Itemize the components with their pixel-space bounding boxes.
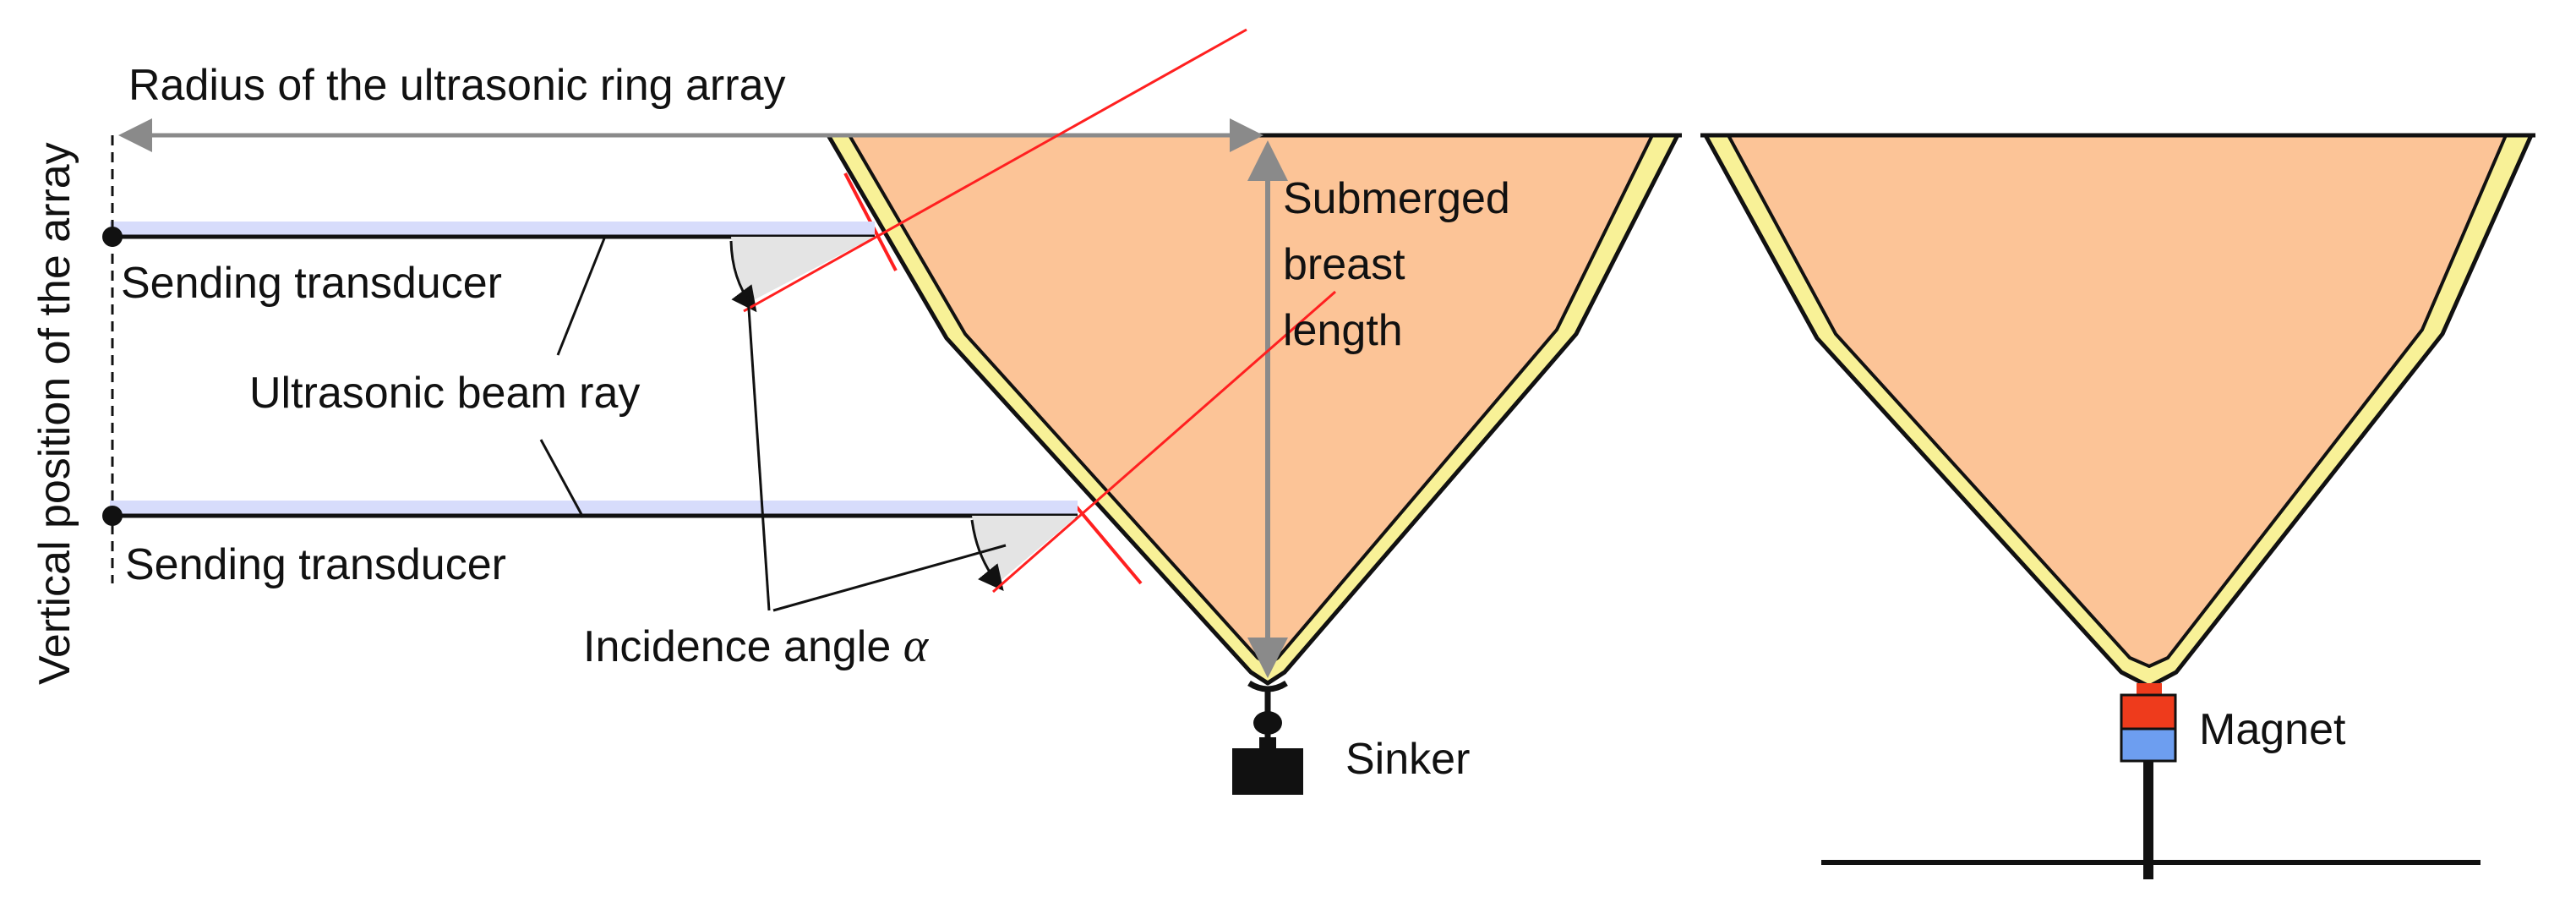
- beam-ray-leader-bottom: [539, 439, 585, 518]
- breast-left-tissue: [848, 134, 1654, 666]
- submerged-label-line1: Submerged: [1283, 174, 1510, 223]
- incidence-angle-text: Incidence angle: [583, 622, 903, 671]
- beam-bottom: [102, 501, 1078, 526]
- magnet-south: [2120, 727, 2177, 763]
- submerged-label-line3: length: [1283, 306, 1403, 355]
- radius-label: Radius of the ultrasonic ring array: [128, 61, 786, 110]
- incidence-angle-label: Incidence angle α: [583, 620, 930, 672]
- tangent-line-top: [743, 28, 1247, 313]
- submerged-label-line2: breast: [1283, 240, 1405, 289]
- vertical-axis-label: Vertical position of the array: [30, 142, 79, 685]
- angle-arc-bottom: [970, 519, 1004, 591]
- beam-ray-leader-top: [556, 238, 606, 356]
- sending-transducer-bottom-label: Sending transducer: [125, 540, 506, 589]
- tangent-line-bottom: [992, 290, 1336, 594]
- angle-wedge-top: [731, 237, 875, 303]
- magnet-north: [2120, 693, 2177, 731]
- beam-ray-label: Ultrasonic beam ray: [249, 369, 640, 418]
- sending-transducer-top-label: Sending transducer: [121, 259, 502, 308]
- incidence-leader-top: [746, 295, 771, 611]
- alpha-symbol: α: [903, 620, 930, 672]
- sinker-label: Sinker: [1345, 735, 1470, 784]
- incidence-leader-bottom: [772, 544, 1007, 612]
- breast-right: [1700, 133, 2535, 689]
- contact-mark-bottom: [1072, 501, 1143, 585]
- magnet-label: Magnet: [2199, 705, 2346, 754]
- breast-right-tissue: [1727, 134, 2508, 668]
- breast-left: [824, 133, 1682, 686]
- sinker: [1232, 680, 1303, 795]
- magnet: [1821, 683, 2480, 879]
